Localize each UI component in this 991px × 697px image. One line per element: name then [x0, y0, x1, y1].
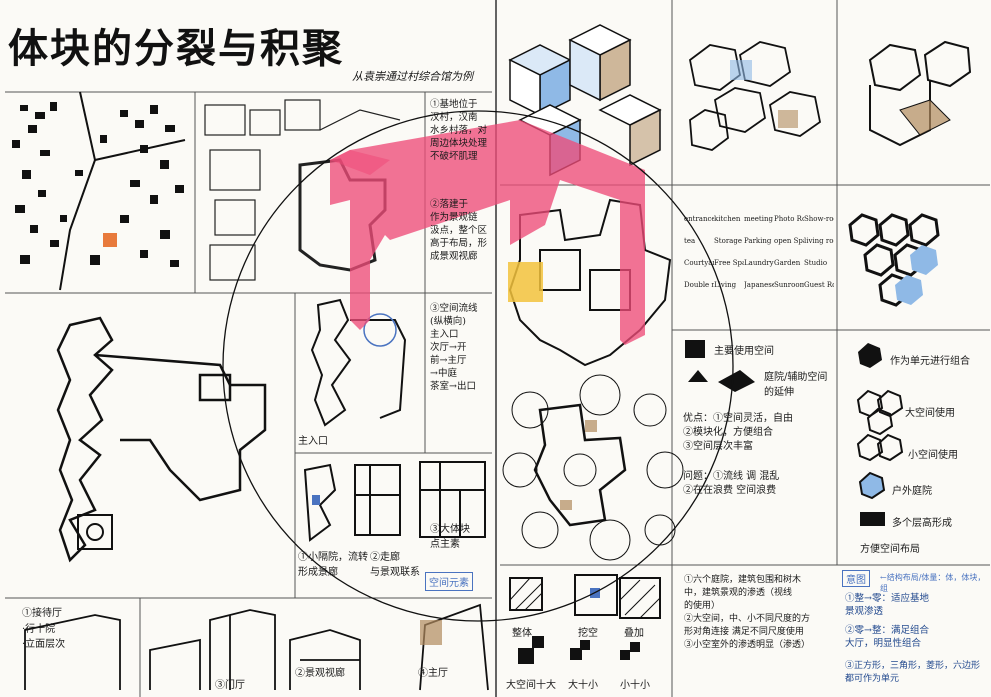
hex-room-label: Laundry: [744, 259, 774, 267]
bottom-view-label: ②景观视廊: [295, 668, 345, 679]
note-problems: 问题：①流线 调 混乱 ②在在浪费 空间浪费: [683, 471, 780, 496]
bottom-hall-label: ①接待厅: [22, 608, 62, 619]
hex-room-label: Studio: [804, 259, 828, 267]
legend-main-space: 主要使用空间: [714, 346, 774, 357]
note-landscape: ②落建于 作为景观链 汲点，整个区 高于布局，形 成景观视廊: [430, 199, 488, 262]
legend-large-space: 大空间使用: [905, 408, 955, 419]
page-subtitle: 从袁崇通过村综合馆为例: [352, 70, 473, 83]
hex-room-label: living room: [804, 237, 834, 245]
concept-hint: ←结构布局/体量：体，体块，组: [880, 573, 986, 593]
legend-aux-space: 庭院/辅助空间 的延伸: [764, 372, 828, 398]
note-bottom: ①六个庭院，建筑包围和树木 中，建筑景观的渗透（视线 的使用） ②大空间，中、小…: [684, 575, 811, 650]
note-site: ①基地位于 汉村，汉南 水乡村落，对 周边体块处理 不破坏肌理: [430, 99, 488, 162]
caption-corridor: ②走廊 与景观联系: [370, 552, 420, 578]
legend-unit: 作为单元进行组合: [890, 356, 970, 367]
hex-room-label: Japanese room: [744, 281, 774, 289]
caption-block: ③大体块 点主素: [430, 524, 470, 550]
page-title: 体块的分裂与积聚: [8, 26, 344, 72]
bottom-gate-label: ③门厅: [215, 680, 245, 691]
legend-courtyard: 户外庭院: [892, 486, 932, 497]
hex-room-label: Parking: [744, 237, 772, 245]
legend-layout: 方便空间布局: [860, 544, 920, 555]
diagram-stack: 叠加: [624, 628, 644, 639]
entrance-label: 主入口: [298, 436, 328, 447]
hex-room-label: meeting: [744, 215, 773, 223]
bottom-main-label: ④主厅: [418, 668, 448, 679]
hex-room-label: Guest Room: [804, 281, 834, 289]
tag-space-elements: 空间元素: [425, 572, 473, 591]
hex-room-label: Photo Room: [774, 215, 804, 223]
hex-room-label: Living: [714, 281, 737, 289]
concept-2: ②零→整：满足组合 大厅，明显性组合: [845, 625, 929, 649]
hex-room-label: Garden: [774, 259, 801, 267]
hex-room-label: Show-room: [804, 215, 834, 223]
note-flow: ③空间流线 (纵横向) 主入口 次厅→开 前→主厅 →中庭 茶室→出口: [430, 303, 478, 392]
concept-tag: 意图: [842, 570, 870, 587]
hex-room-label: Double room: [684, 281, 714, 289]
note-advantages: 优点：①空间灵活，自由 ②模块化，方便组合 ③空间层次丰富: [683, 413, 793, 452]
hex-room-label: entrance: [684, 215, 714, 223]
legend-levels: 多个层高形成: [892, 518, 952, 529]
diagram-small-small: 小十小: [620, 680, 650, 691]
legend-small-space: 小空间使用: [908, 450, 958, 461]
bottom-yard-label: ·行十院 ·立面层次: [22, 624, 66, 650]
diagram-large-large: 大空间十大: [506, 680, 556, 691]
hex-room-label: Courtyard: [684, 259, 714, 267]
caption-courtyard: ①小隔院，流转 形成景廊: [298, 552, 368, 578]
hex-room-label: kitchen: [714, 215, 741, 223]
diagram-whole: 整体: [512, 628, 532, 639]
hex-room-label: Free Space: [714, 259, 744, 267]
overlay-circle: [222, 110, 734, 622]
accent-logo-shape: [330, 120, 545, 330]
diagram-large-small: 大十小: [568, 680, 598, 691]
hex-room-label: open Space: [774, 237, 804, 245]
hex-room-label: Sunroom: [774, 281, 804, 289]
concept-1: ①整→零：适应基地 景观渗透: [845, 593, 929, 617]
hex-room-label: Storage: [714, 237, 742, 245]
concept-3: ③正方形，三角形，菱形，六边形 都可作为单元: [845, 661, 981, 684]
hex-room-label: tea: [684, 237, 696, 245]
diagram-hollow: 挖空: [578, 628, 598, 639]
